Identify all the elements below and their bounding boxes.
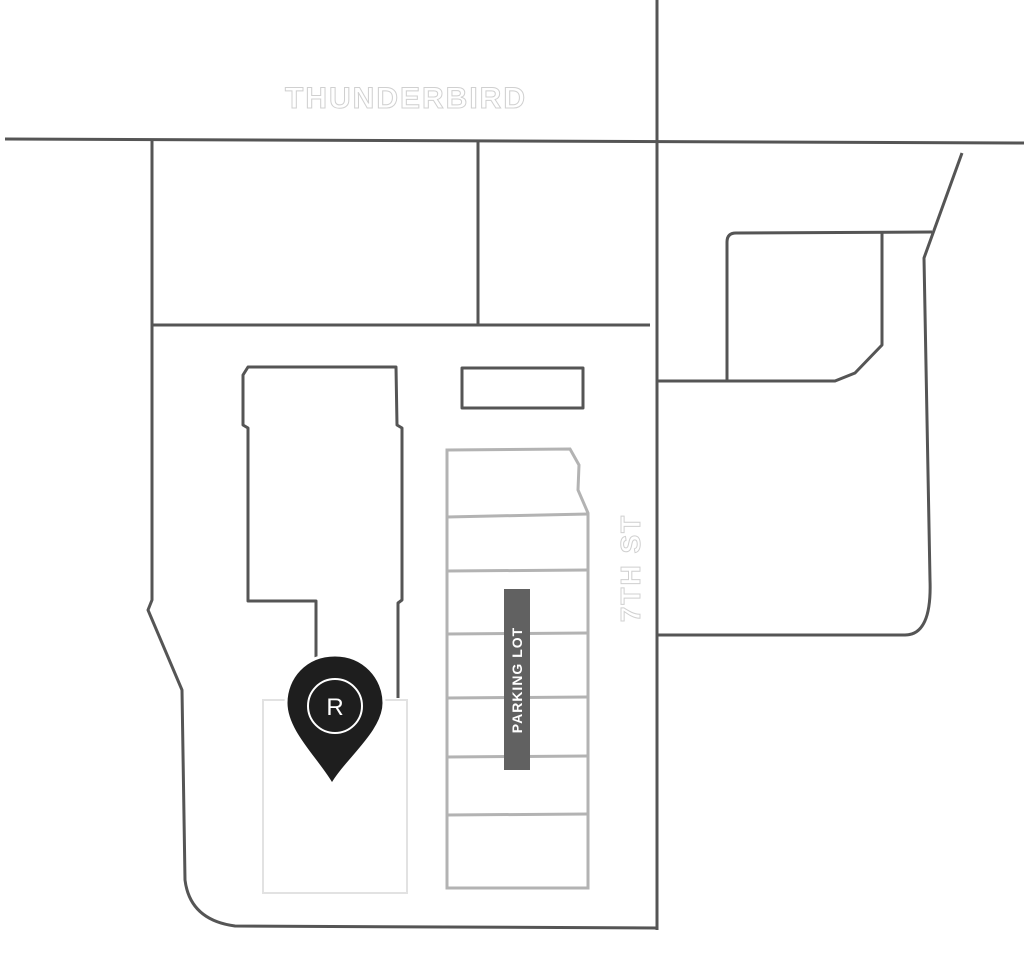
east-parcel-outer (657, 152, 964, 637)
east-parcel-box (725, 230, 933, 381)
parking-lot-outline (445, 447, 590, 890)
parking-label-bg (504, 589, 530, 770)
thunderbird-road-line (4, 137, 1024, 145)
main-building (241, 365, 404, 698)
parking-row (446, 512, 589, 519)
thunderbird-label: THUNDERBIRD (285, 82, 527, 115)
location-pin-icon[interactable]: R (284, 653, 386, 789)
parking-lot-label: PARKING LOT (509, 627, 525, 733)
site-boundary (146, 141, 658, 930)
parking-lot: PARKING LOT (445, 447, 590, 890)
pin-letter: R (326, 694, 343, 721)
pin-ring (307, 678, 363, 734)
roads (4, 0, 1024, 930)
east-parcel-inner (657, 232, 884, 383)
parking-row (446, 568, 589, 573)
7th-st-label: 7TH ST (615, 514, 646, 622)
parking-row (446, 812, 589, 817)
small-building (460, 366, 585, 410)
buildings (241, 365, 585, 894)
